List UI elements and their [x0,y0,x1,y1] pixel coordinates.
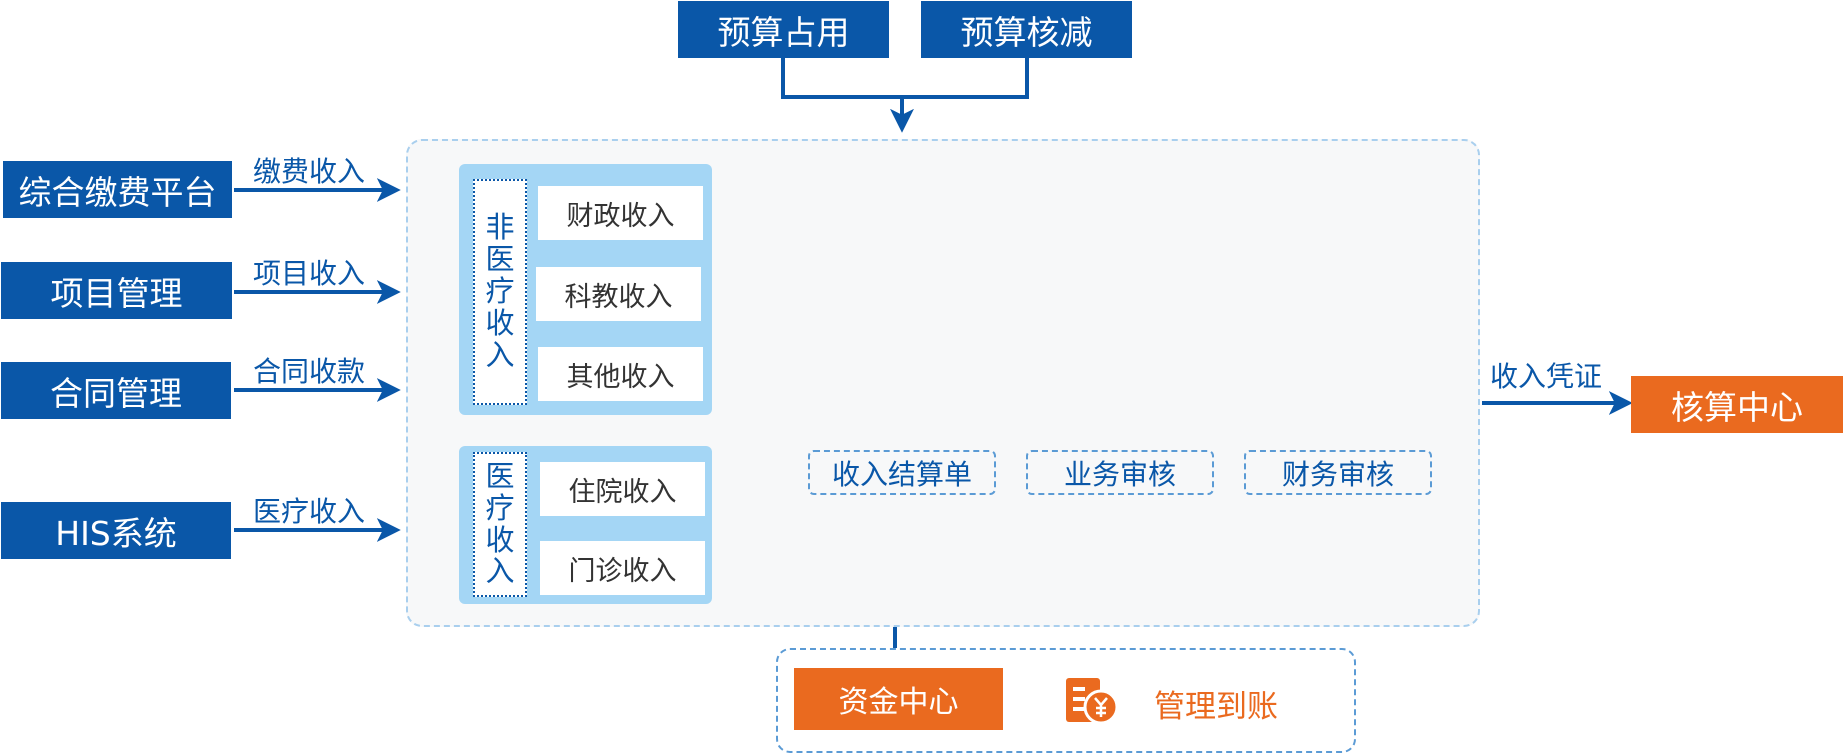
accounting-center-box: 核算中心 [1631,376,1843,433]
item-other-income: 其他收入 [538,347,703,401]
step-income-settlement: 收入结算单 [808,450,996,495]
flow-label-payment: 缴费收入 [253,155,366,188]
step-business-audit: 业务审核 [1026,450,1214,495]
step-finance-audit: 财务审核 [1244,450,1432,495]
flow-label-project: 项目收入 [253,257,366,290]
medical-income-title: 医 疗 收 入 [473,452,527,597]
flow-label-voucher: 收入凭证 [1490,360,1603,393]
accounting-center-label: 核算中心 [1671,387,1803,427]
flow-label-contract: 合同收款 [253,355,366,388]
budget-connector [781,50,1029,133]
fund-center-box: 资金中心 [794,668,1003,730]
item-inpatient-income: 住院收入 [540,462,705,516]
source-project-label: 项目管理 [50,273,183,313]
budget-occupy-label: 预算占用 [717,12,850,52]
source-contract-management: 合同管理 [1,362,231,419]
source-project-management: 项目管理 [1,262,232,319]
item-outpatient-income: 门诊收入 [540,541,705,595]
source-contract-label: 合同管理 [50,373,182,413]
source-payment-platform: 综合缴费平台 [3,161,232,218]
item-research-education-income: 科教收入 [536,267,701,321]
non-medical-income-title: 非 医 疗 收 入 [473,179,527,405]
fund-action-label: 管理到账 [1154,689,1278,725]
payment-receipt-icon [1066,678,1119,725]
budget-occupy-box: 预算占用 [678,1,889,58]
source-his-label: HIS系统 [55,513,177,553]
item-fiscal-income: 财政收入 [538,186,703,240]
budget-deduct-label: 预算核减 [960,12,1093,52]
fund-center-label: 资金中心 [838,685,959,720]
source-his-system: HIS系统 [1,502,231,559]
source-payment-label: 综合缴费平台 [18,172,217,212]
budget-deduct-box: 预算核减 [921,1,1132,58]
flow-label-his: 医疗收入 [253,495,366,528]
